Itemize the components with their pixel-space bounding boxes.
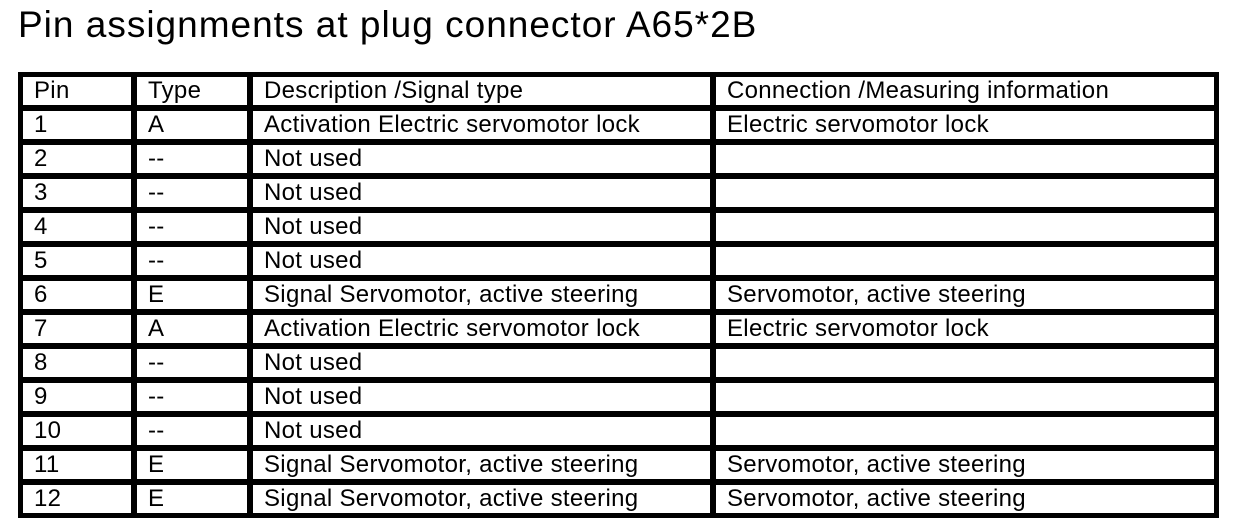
description-cell: Activation Electric servomotor lock xyxy=(250,108,713,142)
description-cell: Not used xyxy=(250,244,713,278)
description-cell: Not used xyxy=(250,346,713,380)
table-row: 3 -- Not used xyxy=(20,176,1217,210)
pin-cell: 12 xyxy=(20,482,134,516)
type-cell: -- xyxy=(134,414,250,448)
description-cell: Not used xyxy=(250,210,713,244)
pin-cell: 7 xyxy=(20,312,134,346)
connection-cell xyxy=(713,244,1217,278)
pin-cell: 6 xyxy=(20,278,134,312)
page-title: Pin assignments at plug connector A65*2B xyxy=(18,4,758,45)
pin-cell: 5 xyxy=(20,244,134,278)
table-row: 6 E Signal Servomotor, active steering S… xyxy=(20,278,1217,312)
table-header-row: Pin Type Description /Signal type Connec… xyxy=(20,74,1217,108)
type-cell: -- xyxy=(134,142,250,176)
description-cell: Not used xyxy=(250,176,713,210)
table-row: 9 -- Not used xyxy=(20,380,1217,414)
connection-cell: Electric servomotor lock xyxy=(713,312,1217,346)
table-row: 8 -- Not used xyxy=(20,346,1217,380)
connection-cell xyxy=(713,176,1217,210)
type-cell: -- xyxy=(134,380,250,414)
description-cell: Not used xyxy=(250,380,713,414)
connection-cell: Servomotor, active steering xyxy=(713,482,1217,516)
table-row: 4 -- Not used xyxy=(20,210,1217,244)
connection-cell xyxy=(713,414,1217,448)
table-row: 11 E Signal Servomotor, active steering … xyxy=(20,448,1217,482)
column-header-description: Description /Signal type xyxy=(250,74,713,108)
connection-cell: Electric servomotor lock xyxy=(713,108,1217,142)
connection-cell xyxy=(713,380,1217,414)
connection-cell: Servomotor, active steering xyxy=(713,278,1217,312)
type-cell: E xyxy=(134,278,250,312)
table-row: 1 A Activation Electric servomotor lock … xyxy=(20,108,1217,142)
description-cell: Signal Servomotor, active steering xyxy=(250,448,713,482)
description-cell: Activation Electric servomotor lock xyxy=(250,312,713,346)
pin-cell: 4 xyxy=(20,210,134,244)
description-cell: Signal Servomotor, active steering xyxy=(250,482,713,516)
type-cell: -- xyxy=(134,244,250,278)
pin-cell: 3 xyxy=(20,176,134,210)
type-cell: E xyxy=(134,448,250,482)
type-cell: -- xyxy=(134,176,250,210)
table-row: 12 E Signal Servomotor, active steering … xyxy=(20,482,1217,516)
type-cell: -- xyxy=(134,346,250,380)
connection-cell xyxy=(713,142,1217,176)
pin-cell: 2 xyxy=(20,142,134,176)
pin-cell: 11 xyxy=(20,448,134,482)
table-row: 5 -- Not used xyxy=(20,244,1217,278)
pin-cell: 8 xyxy=(20,346,134,380)
pin-assignment-table: Pin Type Description /Signal type Connec… xyxy=(18,72,1219,518)
connection-cell xyxy=(713,210,1217,244)
type-cell: E xyxy=(134,482,250,516)
connection-cell: Servomotor, active steering xyxy=(713,448,1217,482)
column-header-type: Type xyxy=(134,74,250,108)
table-row: 2 -- Not used xyxy=(20,142,1217,176)
pin-cell: 1 xyxy=(20,108,134,142)
pin-cell: 9 xyxy=(20,380,134,414)
table-row: 7 A Activation Electric servomotor lock … xyxy=(20,312,1217,346)
table-row: 10 -- Not used xyxy=(20,414,1217,448)
type-cell: A xyxy=(134,312,250,346)
description-cell: Signal Servomotor, active steering xyxy=(250,278,713,312)
type-cell: -- xyxy=(134,210,250,244)
description-cell: Not used xyxy=(250,414,713,448)
pin-cell: 10 xyxy=(20,414,134,448)
connection-cell xyxy=(713,346,1217,380)
type-cell: A xyxy=(134,108,250,142)
column-header-pin: Pin xyxy=(20,74,134,108)
column-header-connection: Connection /Measuring information xyxy=(713,74,1217,108)
description-cell: Not used xyxy=(250,142,713,176)
